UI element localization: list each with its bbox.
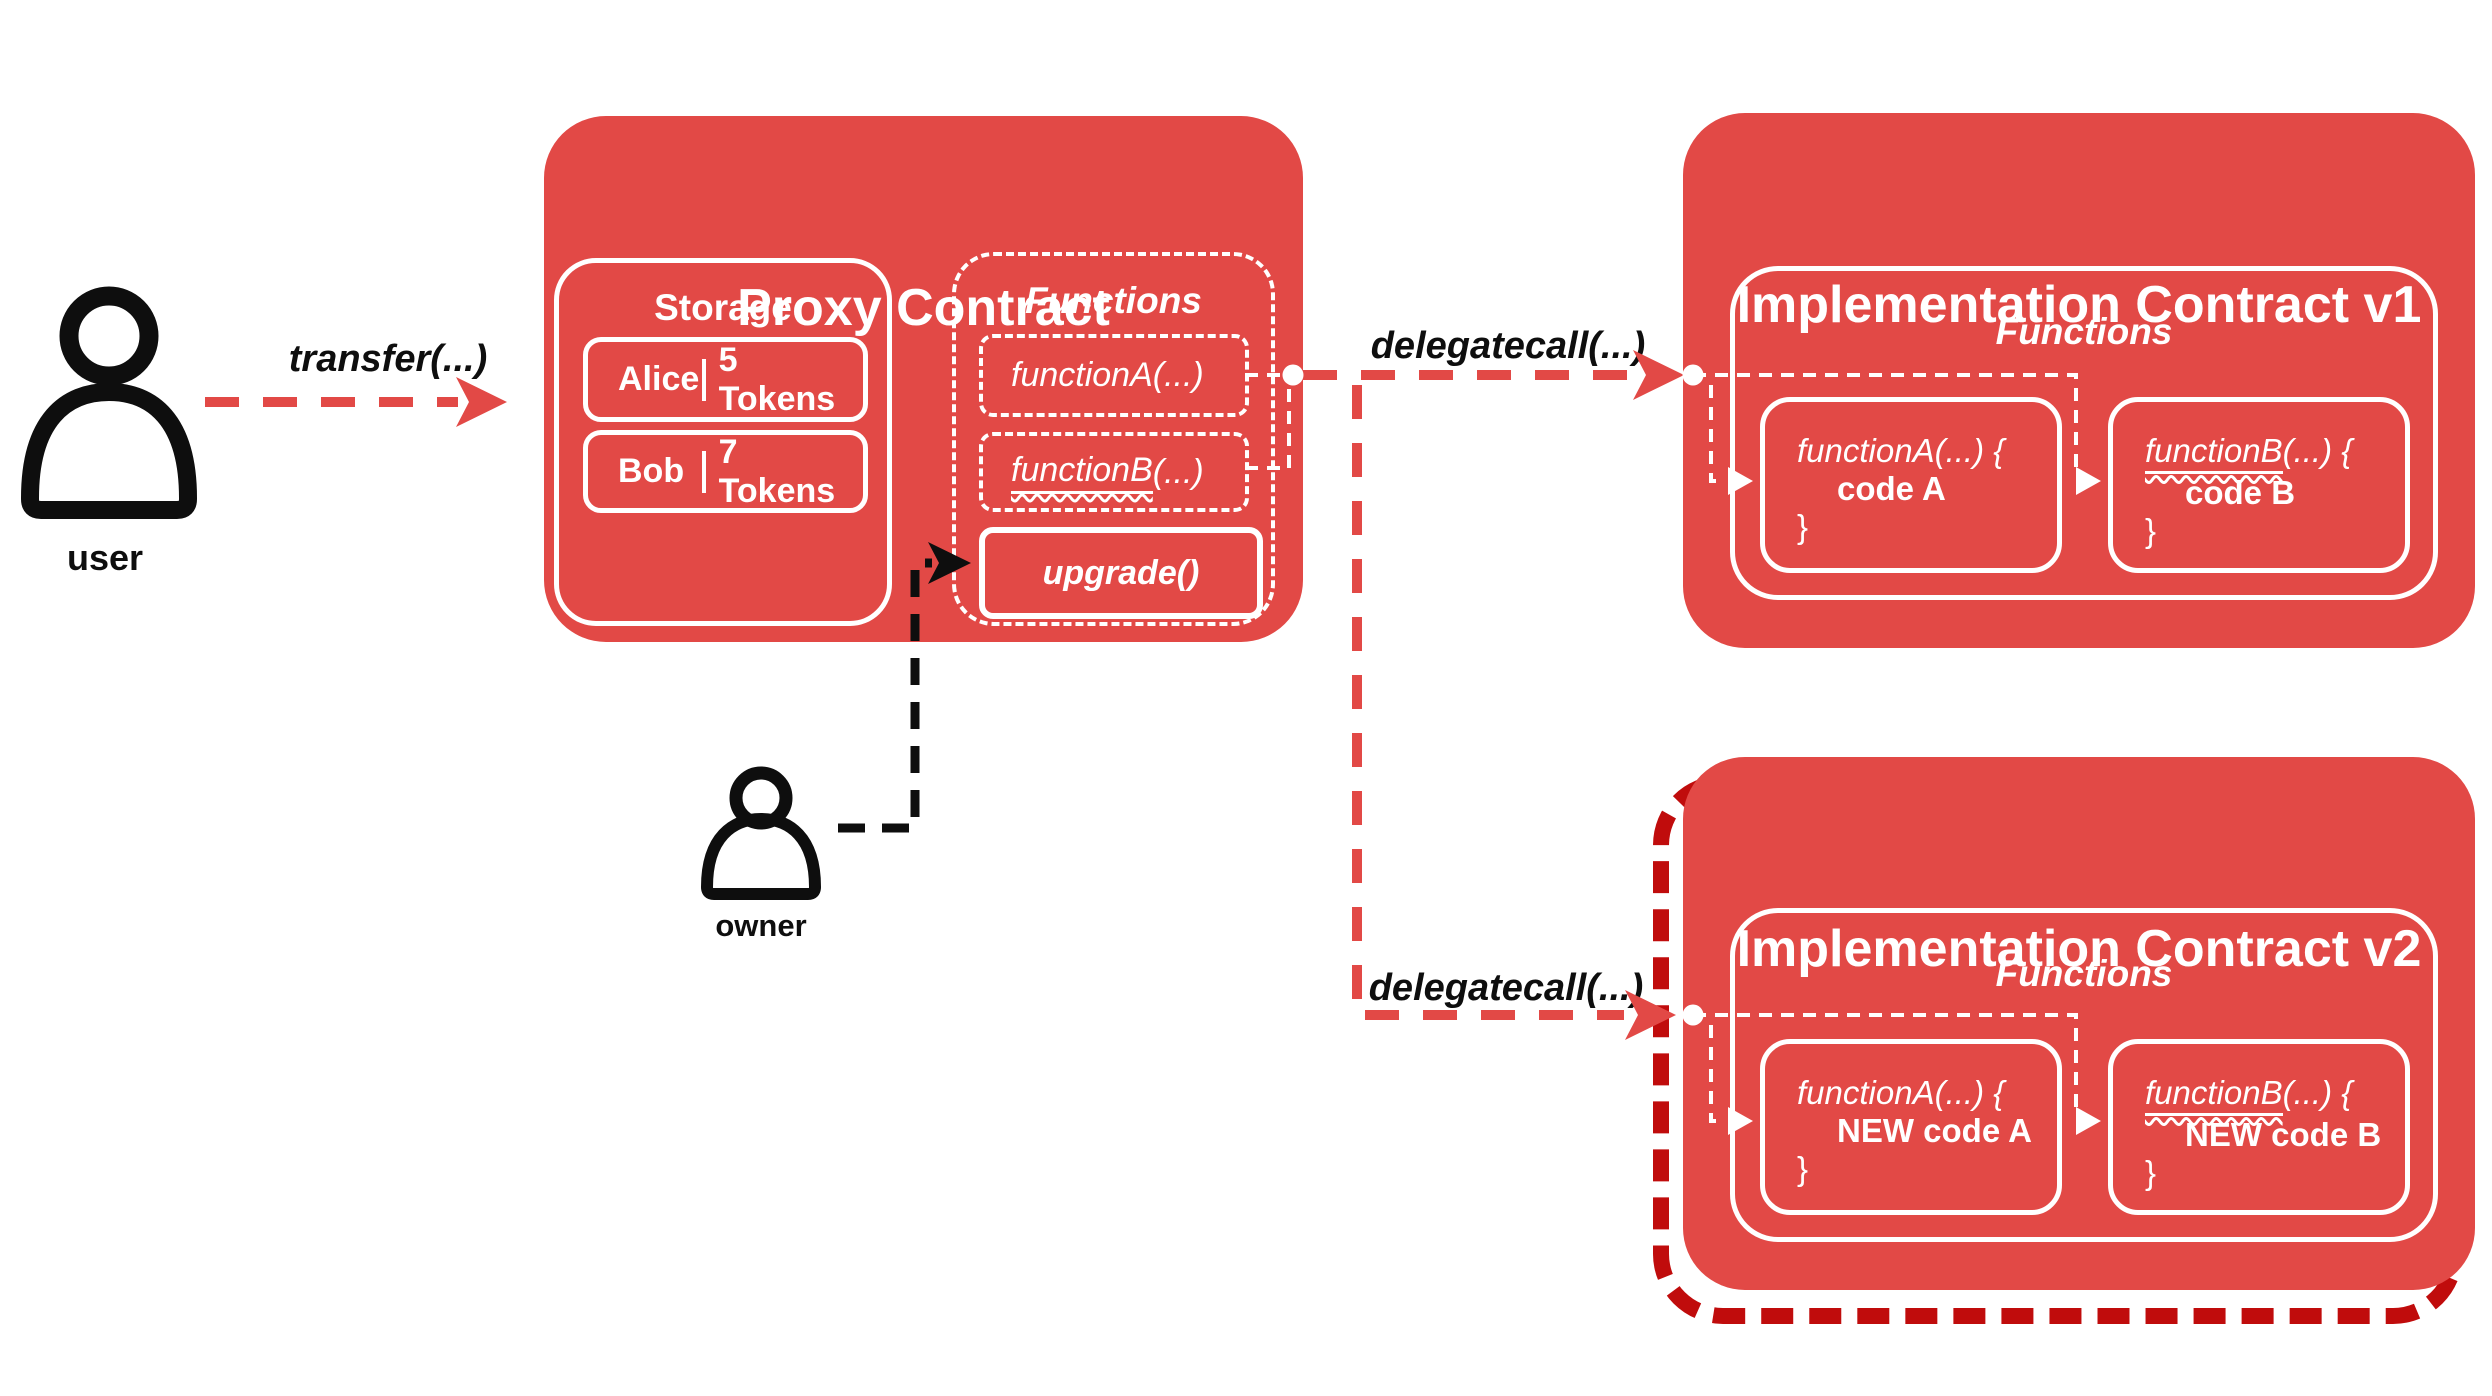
v2-function-a-body: NEW code A (1837, 1112, 2032, 1149)
v2-function-a-card: functionA(...) { NEW code A } (1760, 1039, 2062, 1215)
upgrade-label: upgrade() (1042, 553, 1200, 592)
implementation-v2-box: Implementation Contract v2 Functions fun… (1683, 757, 2475, 1290)
proxy-functions-box: Functions functionA(...) functionB(...) … (952, 252, 1275, 626)
divider (701, 450, 706, 493)
implementation-v1-box: Implementation Contract v1 Functions fun… (1683, 113, 2475, 648)
storage-row-name: Alice (618, 360, 700, 398)
function-b-name: functionB (2145, 1074, 2283, 1116)
delegatecall-v1-label: delegatecall(...) (1370, 325, 1646, 367)
transfer-call-label: transfer(...) (288, 338, 488, 380)
v2-functions-box: Functions functionA(...) { NEW code A } … (1730, 908, 2438, 1242)
v1-function-a-body: code A (1837, 470, 1946, 507)
function-b-name: functionB (1011, 451, 1153, 494)
divider (701, 358, 706, 401)
v1-function-b-body: code B (2185, 474, 2296, 511)
function-b-signature-rest: (...) { (2282, 432, 2353, 469)
storage-title: Storage (654, 287, 792, 328)
storage-row-bob: Bob 7 Tokens (583, 430, 868, 513)
v1-functions-title: Functions (1995, 311, 2173, 352)
delegatecall-arrow-v2 (1352, 385, 1676, 1040)
storage-row-value: 5 Tokens (718, 340, 836, 418)
storage-row-name: Bob (618, 452, 685, 490)
proxy-upgrade-function: upgrade() (979, 527, 1263, 619)
v2-function-a-close: } (1797, 1150, 1809, 1187)
v1-function-a-close: } (1797, 508, 1809, 545)
v2-function-b-signature: functionB(...) { (2145, 1074, 2391, 1116)
proxy-function-a: functionA(...) (979, 334, 1249, 417)
proxy-contract-box: Proxy Contract Storage Alice 5 Tokens Bo… (544, 116, 1303, 642)
owner-label: owner (715, 908, 807, 943)
transfer-arrow (205, 377, 507, 427)
storage-box: Storage Alice 5 Tokens Bob 7 Tokens (554, 258, 892, 626)
v2-function-b-card: functionB(...) { NEW code B } (2108, 1039, 2410, 1215)
v1-function-a-signature: functionA(...) { (1797, 432, 2005, 469)
proxy-contract-title: Proxy Contract (737, 279, 1110, 337)
user-label: user (66, 537, 144, 578)
implementation-v1-title: Implementation Contract v1 (1736, 276, 2422, 334)
v1-function-a-card: functionA(...) { code A } (1760, 397, 2062, 573)
v2-functions-title: Functions (1995, 953, 2173, 994)
v2-function-a-signature: functionA(...) { (1797, 1074, 2005, 1111)
v1-function-b-close: } (2145, 512, 2157, 549)
proxy-functions-title: Functions (1025, 280, 1202, 321)
v1-function-b-signature: functionB(...) { (2145, 432, 2391, 474)
storage-row-alice: Alice 5 Tokens (583, 337, 868, 422)
function-b-signature-rest: (...) { (2282, 1074, 2353, 1111)
implementation-v2-title: Implementation Contract v2 (1736, 920, 2422, 978)
owner-icon (701, 766, 821, 900)
v1-functions-box: Functions functionA(...) { code A } func… (1730, 266, 2438, 600)
v2-function-b-close: } (2145, 1154, 2157, 1191)
storage-row-value: 7 Tokens (718, 432, 836, 510)
delegatecall-v2-label: delegatecall(...) (1368, 967, 1644, 1009)
function-b-args: (...) (1152, 452, 1204, 491)
proxy-function-b: functionB(...) (979, 432, 1249, 512)
v1-function-b-card: functionB(...) { code B } (2108, 397, 2410, 573)
user-icon (21, 286, 197, 519)
v2-function-b-body: NEW code B (2185, 1116, 2382, 1153)
function-b-name: functionB (2145, 432, 2283, 474)
function-a-label: functionA(...) (1011, 356, 1204, 394)
